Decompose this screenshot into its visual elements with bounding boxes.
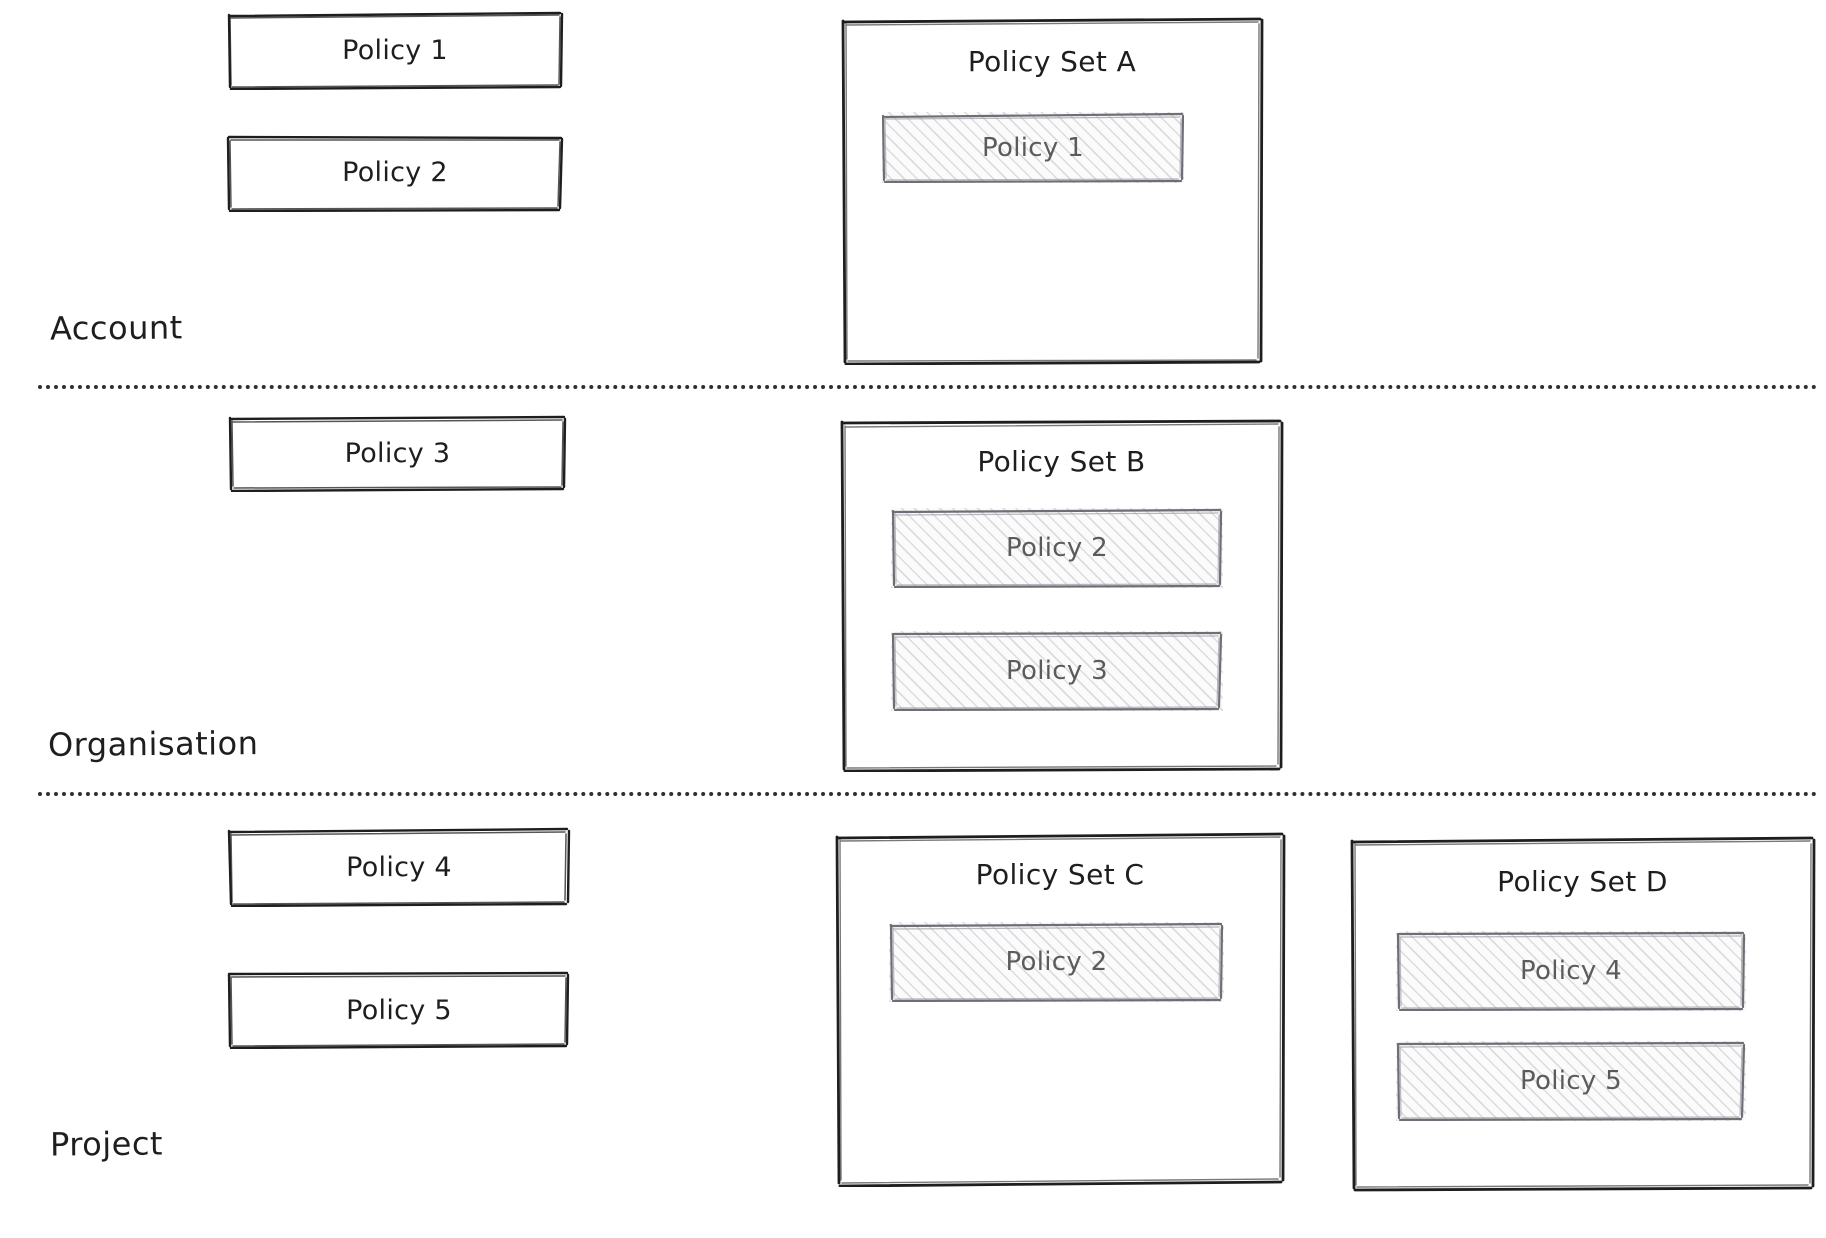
policy-chip-label: Policy 2 <box>1006 533 1108 563</box>
policy-chip-set-c-policy-2[interactable]: Policy 2 <box>889 922 1224 1002</box>
scope-label-project: Project <box>49 1124 164 1164</box>
policy-box-policy-4[interactable]: Policy 4 <box>227 827 571 907</box>
policy-set-title: Policy Set D <box>1497 865 1668 898</box>
policy-box-label: Policy 1 <box>342 34 448 66</box>
policy-chip-set-a-policy-1[interactable]: Policy 1 <box>882 112 1184 183</box>
policy-box-label: Policy 2 <box>342 157 448 188</box>
policy-chip-label: Policy 4 <box>1520 956 1622 986</box>
policy-chip-label: Policy 5 <box>1520 1066 1622 1096</box>
policy-chip-label: Policy 3 <box>1006 656 1108 686</box>
policy-chip-set-b-policy-3[interactable]: Policy 3 <box>891 631 1223 711</box>
policy-box-label: Policy 3 <box>344 437 451 469</box>
policy-chip-label: Policy 2 <box>1005 947 1108 977</box>
policy-set-c[interactable]: Policy Set C Policy 2 <box>834 830 1286 1187</box>
policy-box-policy-1[interactable]: Policy 1 <box>226 10 564 90</box>
policy-box-policy-5[interactable]: Policy 5 <box>227 971 571 1049</box>
policy-set-a[interactable]: Policy Set A Policy 1 <box>840 15 1264 365</box>
divider-organisation-project <box>38 792 1818 796</box>
policy-chip-set-d-policy-5[interactable]: Policy 5 <box>1396 1041 1746 1121</box>
policy-box-policy-2[interactable]: Policy 2 <box>226 133 564 212</box>
scope-label-account: Account <box>49 308 183 348</box>
divider-account-organisation <box>38 385 1818 389</box>
scope-label-organisation: Organisation <box>47 724 259 764</box>
policy-set-title: Policy Set A <box>967 45 1137 78</box>
policy-box-label: Policy 5 <box>346 994 452 1026</box>
policy-box-policy-3[interactable]: Policy 3 <box>227 414 568 492</box>
policy-set-d[interactable]: Policy Set D Policy 4 Policy 5 <box>1348 835 1817 1192</box>
policy-set-title: Policy Set C <box>975 858 1145 891</box>
policy-chip-set-d-policy-4[interactable]: Policy 4 <box>1396 931 1746 1011</box>
policy-set-title: Policy Set B <box>977 445 1146 478</box>
policy-box-label: Policy 4 <box>346 851 452 883</box>
policy-set-b[interactable]: Policy Set B Policy 2 Policy 3 <box>838 418 1285 772</box>
policy-chip-label: Policy 1 <box>982 132 1084 163</box>
policy-chip-set-b-policy-2[interactable]: Policy 2 <box>891 508 1223 588</box>
